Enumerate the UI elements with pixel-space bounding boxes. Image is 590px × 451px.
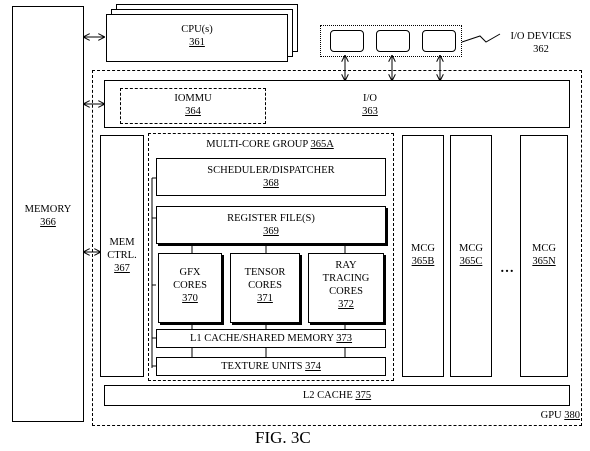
ray-tracing-cores-block	[308, 253, 384, 323]
scheduler-label: SCHEDULER/DISPATCHER 368	[207, 165, 335, 189]
io-devices-group	[320, 25, 462, 57]
gpu-label: GPU 380	[540, 410, 580, 421]
mcg-c-label: MCG 365C	[459, 243, 483, 267]
tensor-cores-label: TENSOR CORES 371	[244, 267, 286, 304]
tensor-cores-block	[230, 253, 300, 323]
io-device-1	[330, 30, 364, 52]
cpu-block	[106, 14, 288, 62]
io-device-2	[376, 30, 410, 52]
iommu-block	[120, 88, 266, 124]
texture-units-label: TEXTURE UNITS 374	[221, 361, 321, 372]
io-device-3	[422, 30, 456, 52]
texture-units-block	[156, 357, 386, 376]
register-file-block	[156, 206, 386, 244]
iommu-label: IOMMU 364	[174, 93, 212, 117]
figure-caption: FIG. 3C	[255, 428, 311, 447]
mcg-b-label: MCG 365B	[411, 243, 435, 267]
gfx-cores-label: GFX CORES 370	[173, 267, 207, 304]
io-label: I/O 363	[362, 93, 378, 117]
scheduler-block	[156, 158, 386, 196]
l2-cache-label: L2 CACHE 375	[302, 390, 372, 401]
l1-cache-block	[156, 329, 386, 348]
mcg-n-block	[520, 135, 568, 377]
mcg-b-block	[402, 135, 444, 377]
l2-cache-block	[104, 385, 570, 406]
ray-tracing-cores-label: RAY TRACING CORES 372	[322, 260, 370, 310]
gpu-boundary	[92, 70, 582, 426]
mem-ctrl-block	[100, 135, 144, 377]
l1-cache-label: L1 CACHE/SHARED MEMORY 373	[189, 333, 353, 344]
mcg-a-boundary	[148, 133, 394, 381]
io-devices-leader	[461, 33, 501, 43]
mcg-a-label: MULTI-CORE GROUP 365A	[206, 139, 334, 150]
memory-block	[12, 6, 84, 422]
cpu-label: CPU(s) 361	[181, 24, 213, 48]
mem-ctrl-label: MEM CTRL. 367	[107, 237, 137, 274]
register-file-label: REGISTER FILE(S) 369	[227, 213, 315, 237]
memory-label: MEMORY 366	[24, 204, 72, 228]
mcg-ellipsis: …	[500, 261, 514, 276]
gfx-cores-block	[158, 253, 222, 323]
mcg-c-block	[450, 135, 492, 377]
io-devices-label: I/O DEVICES 362	[510, 31, 572, 55]
mcg-n-label: MCG 365N	[532, 243, 556, 267]
